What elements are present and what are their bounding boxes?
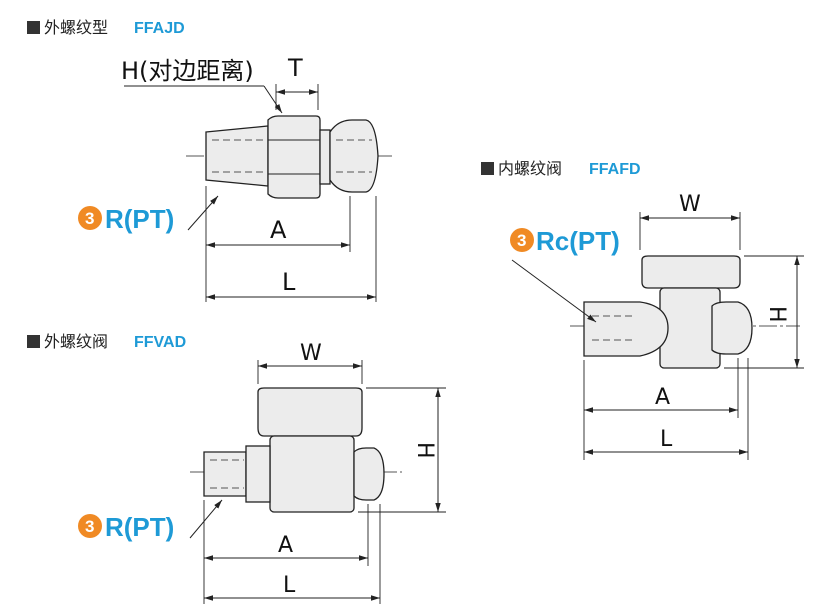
ffafd-note-badge-number: 3 xyxy=(517,231,526,250)
ffajd-fitting-drawing: T H(对边距离) A L 3 R(PT) xyxy=(78,54,392,302)
ffvad-l-label: L xyxy=(283,573,296,598)
ffvad-w-label: W xyxy=(300,341,322,366)
ffafd-valve-drawing: W H A L 3 Rc(PT) xyxy=(510,192,804,460)
ffafd-a-label: A xyxy=(655,385,670,410)
heading-square-ffafd xyxy=(481,162,494,175)
ffajd-note-badge xyxy=(78,206,102,230)
ffajd-a-label: A xyxy=(270,216,287,244)
ffafd-l-label: L xyxy=(660,427,673,452)
heading-ffvad-code: FFVAD xyxy=(134,334,186,351)
ffajd-note-badge-number: 3 xyxy=(85,209,94,228)
ffvad-h-label: H xyxy=(412,442,437,459)
ffajd-t-label: T xyxy=(287,54,303,82)
ffajd-r-pt-note: R(PT) xyxy=(105,204,174,234)
ffafd-w-label: W xyxy=(679,192,701,217)
heading-ffajd-code: FFAJD xyxy=(134,20,185,37)
heading-square-ffvad xyxy=(27,335,40,348)
ffvad-note-badge-number: 3 xyxy=(85,517,94,536)
ffvad-note-badge xyxy=(78,514,102,538)
ffajd-h-flat-label: H(对边距离) xyxy=(121,57,254,85)
heading-ffafd-name: 内螺纹阀 xyxy=(498,160,562,178)
ffvad-valve-drawing: W H A L 3 R(PT) xyxy=(78,341,446,604)
heading-ffajd-name: 外螺纹型 xyxy=(44,19,108,37)
ffafd-note-badge xyxy=(510,228,534,252)
heading-square-ffajd xyxy=(27,21,40,34)
heading-ffvad-name: 外螺纹阀 xyxy=(44,333,108,351)
heading-ffafd-code: FFAFD xyxy=(589,161,641,178)
ffvad-a-label: A xyxy=(278,533,293,558)
ffafd-rc-pt-note: Rc(PT) xyxy=(536,226,620,256)
ffafd-h-label: H xyxy=(764,306,789,323)
ffajd-l-label: L xyxy=(282,268,296,296)
ffvad-r-pt-note: R(PT) xyxy=(105,512,174,542)
